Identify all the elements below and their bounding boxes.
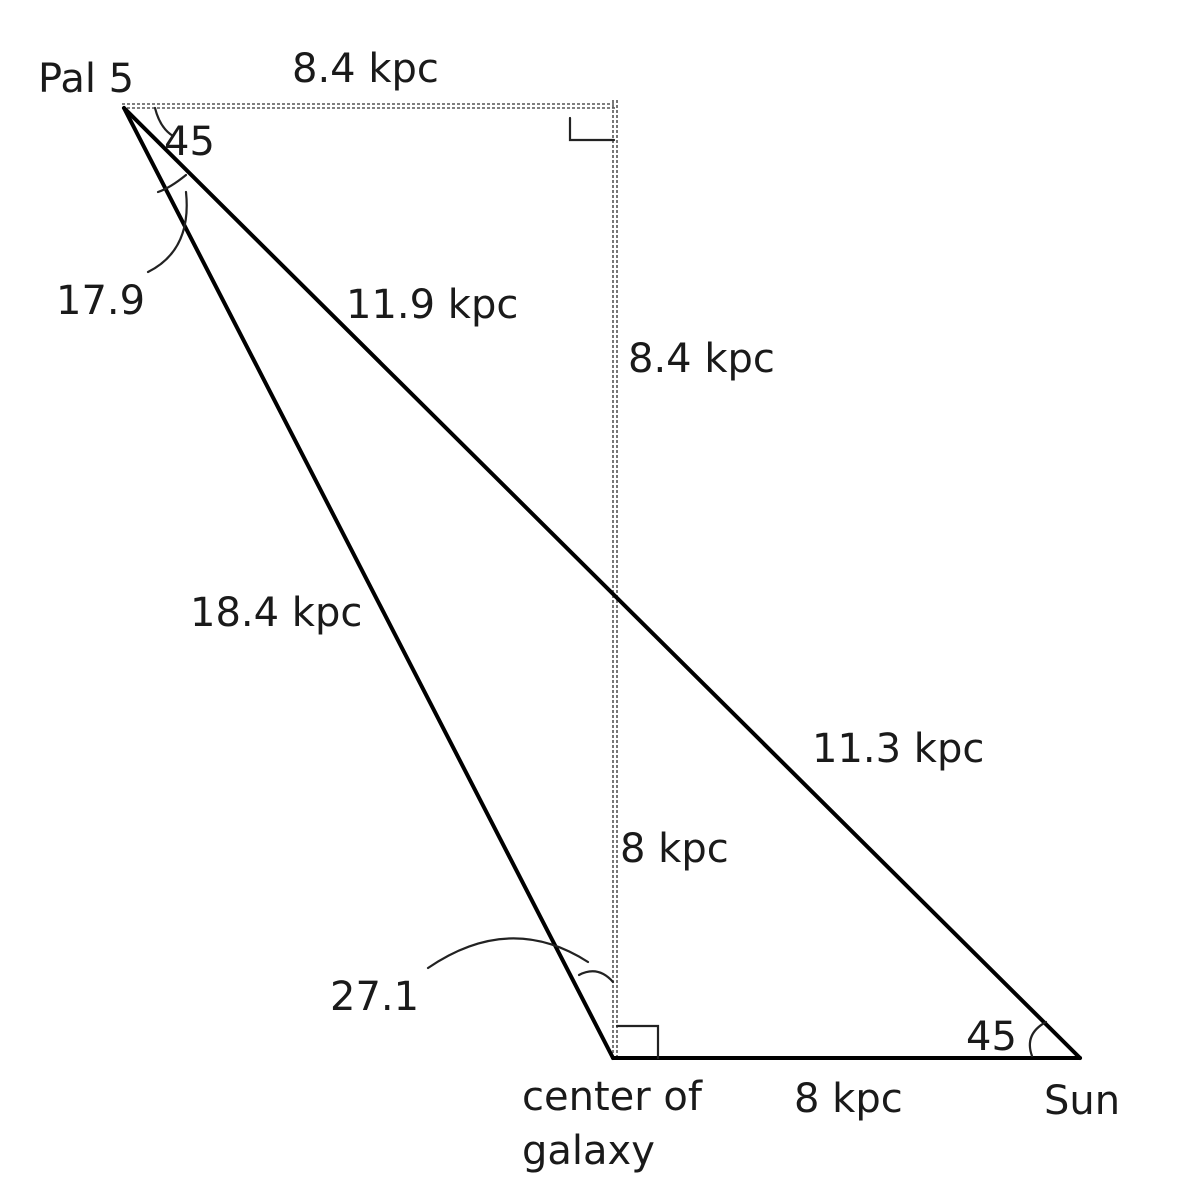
label-pal5: Pal 5 [38, 56, 134, 102]
angle-arc-center [577, 970, 615, 984]
label-angle-pal5-between: 17.9 [56, 278, 145, 324]
label-angle-pal5-upper: 45 [164, 119, 215, 165]
label-pal5-to-intersection: 11.9 kpc [346, 282, 518, 328]
label-center-line1: center of [522, 1074, 703, 1120]
angle-pointer-27-1 [426, 937, 590, 970]
label-center-to-sun: 8 kpc [794, 1076, 903, 1122]
angle-arc-sun [1028, 1020, 1048, 1058]
label-pal5-to-center: 18.4 kpc [190, 590, 362, 636]
angle-arc-pal5-between [156, 173, 188, 194]
side-pal5-to-sun [122, 106, 1082, 1060]
label-center-line2: galaxy [522, 1128, 655, 1174]
label-angle-center: 27.1 [330, 974, 419, 1020]
angle-arc-pal5-upper [153, 106, 175, 138]
label-angle-sun: 45 [966, 1014, 1017, 1060]
angle-pointer-17-9 [146, 190, 188, 274]
triangle-sides [122, 106, 1082, 1060]
dashed-construction-lines [122, 100, 618, 1060]
label-top-horizontal: 8.4 kpc [292, 46, 439, 92]
label-vertical-lower: 8 kpc [620, 826, 729, 872]
label-sun: Sun [1044, 1078, 1120, 1124]
right-angle-marker-bottom [615, 1024, 660, 1060]
label-vertical-upper: 8.4 kpc [628, 336, 775, 382]
label-intersection-to-sun: 11.3 kpc [812, 726, 984, 772]
side-pal5-to-center [122, 106, 615, 1060]
right-angle-marker-top [568, 116, 616, 142]
